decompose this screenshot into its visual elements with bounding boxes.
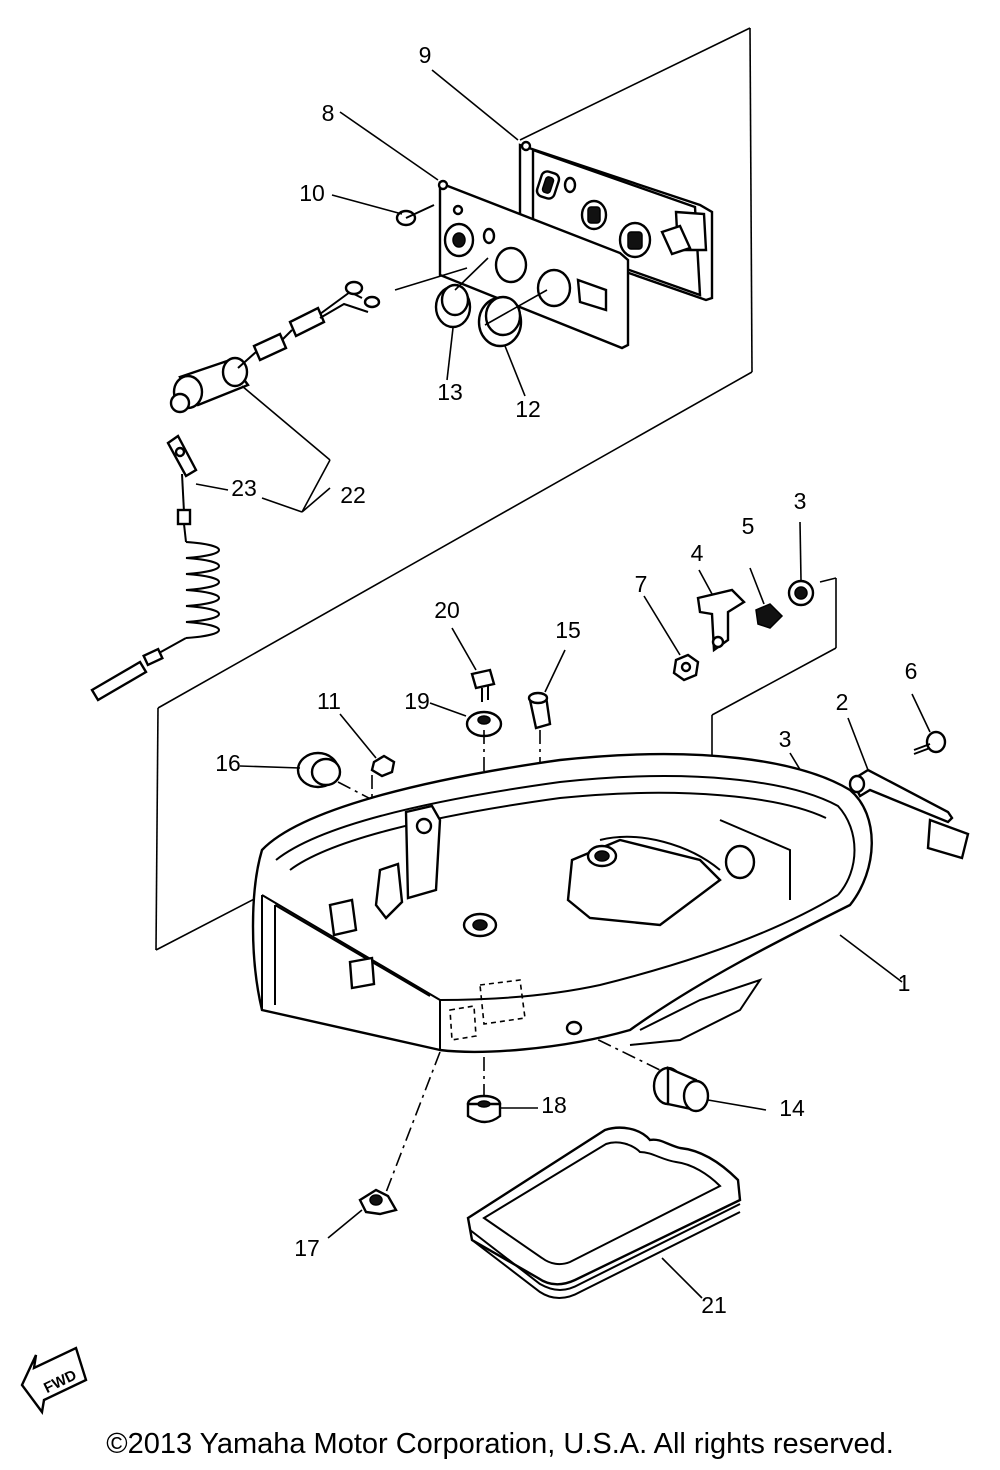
bracket-part-4 bbox=[696, 569, 746, 653]
callout-8: 8 bbox=[322, 100, 335, 126]
callout-22: 22 bbox=[340, 482, 366, 508]
grommet-part-18 bbox=[466, 1094, 538, 1124]
arm-part-2 bbox=[847, 717, 970, 860]
callout-labels: 1 2 3 3 4 5 6 7 8 9 10 11 12 13 14 15 16… bbox=[215, 42, 917, 1318]
grommet-part-14 bbox=[652, 1066, 767, 1113]
callout-21: 21 bbox=[701, 1292, 727, 1318]
switch-panel-part-9 bbox=[518, 140, 714, 302]
callout-19: 19 bbox=[404, 688, 430, 714]
bolt-part-6 bbox=[911, 693, 947, 755]
bolt-part-20 bbox=[451, 627, 496, 702]
callout-9: 9 bbox=[419, 42, 432, 68]
stop-switch-part-22 bbox=[169, 280, 381, 513]
copyright-footer: ©2013 Yamaha Motor Corporation, U.S.A. A… bbox=[106, 1428, 894, 1460]
plug-part-12 bbox=[477, 295, 523, 348]
callout-7: 7 bbox=[635, 571, 648, 597]
screw-part-10 bbox=[331, 194, 435, 227]
callout-leaders-upper bbox=[339, 69, 548, 397]
callout-13: 13 bbox=[437, 379, 463, 405]
bottom-cowling-part-1 bbox=[251, 752, 903, 1053]
callout-17: 17 bbox=[294, 1235, 320, 1261]
grommet-part-15 bbox=[527, 649, 566, 730]
callout-23: 23 bbox=[231, 475, 257, 501]
callout-12: 12 bbox=[515, 396, 541, 422]
callout-4: 4 bbox=[691, 540, 704, 566]
plug-part-13 bbox=[434, 283, 472, 329]
gasket-part-21 bbox=[466, 1126, 742, 1299]
callout-10: 10 bbox=[299, 180, 325, 206]
clip-part-5 bbox=[749, 567, 784, 629]
callout-6: 6 bbox=[905, 658, 918, 684]
callout-3-lower: 3 bbox=[779, 726, 792, 752]
callout-5: 5 bbox=[742, 513, 755, 539]
callout-15: 15 bbox=[555, 617, 581, 643]
grommet-part-3-upper bbox=[787, 521, 815, 607]
front-plate-part-8 bbox=[437, 179, 630, 350]
grommet-part-19 bbox=[429, 702, 503, 738]
nut-part-11 bbox=[339, 713, 396, 778]
callout-18: 18 bbox=[541, 1092, 567, 1118]
callout-3-upper: 3 bbox=[794, 488, 807, 514]
callout-1: 1 bbox=[898, 970, 911, 996]
callout-14: 14 bbox=[779, 1095, 805, 1121]
forward-direction-arrow-icon: FWD bbox=[20, 1346, 88, 1415]
plug-part-17 bbox=[327, 1188, 398, 1239]
callout-2: 2 bbox=[836, 689, 849, 715]
callout-20: 20 bbox=[434, 597, 460, 623]
callout-16: 16 bbox=[215, 750, 241, 776]
lanyard-part-23 bbox=[90, 434, 229, 702]
grommet-part-16 bbox=[239, 751, 342, 789]
callout-11: 11 bbox=[317, 688, 341, 714]
reference-frame-lines bbox=[155, 27, 837, 951]
nut-part-7 bbox=[643, 595, 700, 682]
